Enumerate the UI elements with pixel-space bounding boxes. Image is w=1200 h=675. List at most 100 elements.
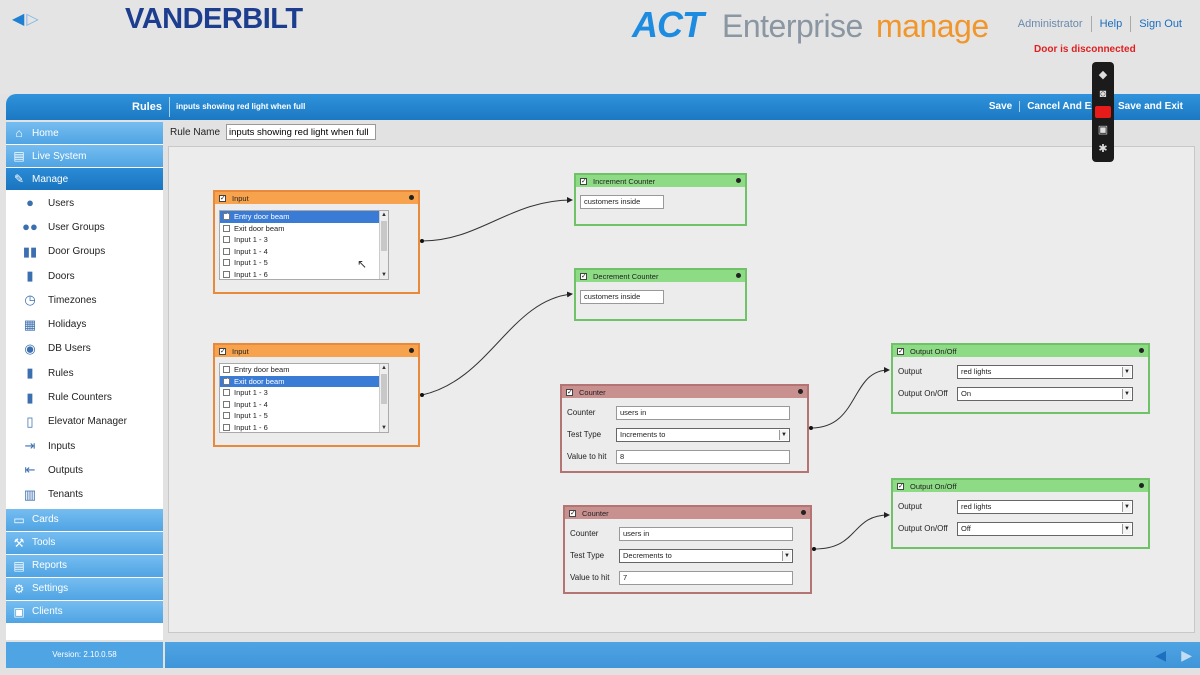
- input-node-2[interactable]: ✓ Input Entry door beam ✓Exit door beam …: [213, 343, 420, 447]
- list-item[interactable]: Input 1 - 6: [220, 269, 388, 280]
- sidebar-item-timezones[interactable]: ◷Timezones: [6, 288, 163, 312]
- footer-back-arrow-icon[interactable]: ◀: [1155, 647, 1166, 663]
- list-item[interactable]: Input 1 - 3: [220, 387, 388, 399]
- counter-node-1[interactable]: ✓ Counter Counter users in Test Type Inc…: [560, 384, 809, 473]
- save-button[interactable]: Save: [988, 101, 1013, 112]
- counter-node-2[interactable]: ✓ Counter Counter users in Test Type Dec…: [563, 505, 812, 594]
- sidebar-item-rule-counters[interactable]: ▮Rule Counters: [6, 385, 163, 409]
- sign-out-link[interactable]: Sign Out: [1139, 18, 1182, 30]
- sidebar-item-db-users[interactable]: ◉DB Users: [6, 337, 163, 361]
- sidebar-item-outputs[interactable]: ⇤Outputs: [6, 458, 163, 482]
- help-link[interactable]: Help: [1099, 18, 1123, 30]
- cancel-and-exit-button[interactable]: Cancel And Exit: [1019, 101, 1110, 112]
- input-list[interactable]: ✓Entry door beam Exit door beam Input 1 …: [219, 210, 389, 280]
- sidebar-section-settings[interactable]: ⚙ Settings: [6, 577, 163, 600]
- node-connector[interactable]: [409, 195, 414, 200]
- node-enable-checkbox[interactable]: ✓: [569, 509, 576, 517]
- save-and-exit-button[interactable]: Save and Exit: [1109, 101, 1190, 112]
- node-connector[interactable]: [1139, 483, 1144, 488]
- input-node-1[interactable]: ✓ Input ✓Entry door beam Exit door beam …: [213, 190, 420, 294]
- list-checkbox[interactable]: [223, 236, 230, 244]
- list-checkbox[interactable]: [223, 247, 230, 255]
- list-item[interactable]: Input 1 - 4: [220, 246, 388, 258]
- list-item[interactable]: ✓Entry door beam: [220, 211, 388, 223]
- sidebar-section-tools[interactable]: ⚒ Tools: [6, 531, 163, 554]
- sidebar-item-tenants[interactable]: ▥Tenants: [6, 483, 163, 507]
- rule-name-input[interactable]: [226, 124, 377, 140]
- list-checkbox[interactable]: [223, 423, 230, 431]
- list-checkbox[interactable]: ✓: [223, 213, 230, 221]
- output-on-off-select[interactable]: On ▼: [957, 387, 1133, 401]
- list-item[interactable]: Input 1 - 3: [220, 234, 388, 246]
- list-checkbox[interactable]: [223, 259, 230, 267]
- sidebar-section-reports[interactable]: ▤ Reports: [6, 554, 163, 577]
- list-item[interactable]: ✓Exit door beam: [220, 375, 388, 387]
- test-type-select[interactable]: Decrements to ▼: [619, 549, 793, 563]
- counter-name-field[interactable]: customers inside: [580, 290, 664, 304]
- node-enable-checkbox[interactable]: ✓: [580, 272, 587, 280]
- output-node-1[interactable]: ✓ Output On/Off Output red lights ▼ Outp…: [891, 343, 1150, 414]
- output-node-2[interactable]: ✓ Output On/Off Output red lights ▼ Outp…: [891, 478, 1150, 549]
- gear-icon[interactable]: ✱: [1098, 142, 1108, 155]
- value-to-hit-field[interactable]: 8: [616, 450, 790, 464]
- list-item[interactable]: Exit door beam: [220, 223, 388, 235]
- node-enable-checkbox[interactable]: ✓: [219, 194, 226, 202]
- camera-icon[interactable]: ◙: [1099, 87, 1107, 100]
- node-connector[interactable]: [1139, 348, 1144, 353]
- sidebar-section-clients[interactable]: ▣ Clients: [6, 600, 163, 623]
- back-arrow-icon[interactable]: ◀: [12, 11, 25, 28]
- list-checkbox[interactable]: [223, 389, 230, 397]
- footer-forward-arrow-icon[interactable]: ▶: [1181, 647, 1192, 663]
- counter-field[interactable]: users in: [616, 406, 790, 420]
- sidebar-item-users[interactable]: ●Users: [6, 191, 163, 215]
- list-item[interactable]: Entry door beam: [220, 364, 388, 376]
- record-icon[interactable]: [1095, 105, 1111, 118]
- sidebar-item-rules[interactable]: ▮Rules: [6, 361, 163, 385]
- counter-field[interactable]: users in: [619, 527, 793, 541]
- list-item[interactable]: Input 1 - 5: [220, 257, 388, 269]
- node-connector[interactable]: [798, 389, 803, 394]
- sidebar-item-door-groups[interactable]: ▮▮Door Groups: [6, 240, 163, 264]
- node-enable-checkbox[interactable]: ✓: [897, 347, 904, 355]
- node-enable-checkbox[interactable]: ✓: [580, 177, 587, 185]
- list-item[interactable]: Input 1 - 6: [220, 422, 388, 433]
- input-list[interactable]: Entry door beam ✓Exit door beam Input 1 …: [219, 363, 389, 433]
- node-connector[interactable]: [736, 273, 741, 278]
- sidebar-item-holidays[interactable]: ▦Holidays: [6, 312, 163, 336]
- sidebar-section-cards[interactable]: ▭ Cards: [6, 508, 163, 531]
- list-checkbox[interactable]: [223, 366, 230, 374]
- output-on-off-select[interactable]: Off ▼: [957, 522, 1133, 536]
- increment-counter-node[interactable]: ✓ Increment Counter customers inside: [574, 173, 747, 226]
- list-item[interactable]: Input 1 - 5: [220, 410, 388, 422]
- list-scrollbar[interactable]: ▲ ▼: [379, 211, 388, 279]
- scroll-down-icon[interactable]: ▼: [381, 272, 387, 278]
- sidebar-item-user-groups[interactable]: ●●User Groups: [6, 215, 163, 239]
- list-scrollbar[interactable]: ▲ ▼: [379, 364, 388, 432]
- list-checkbox[interactable]: [223, 412, 230, 420]
- list-item[interactable]: Input 1 - 4: [220, 399, 388, 411]
- scroll-up-icon[interactable]: ▲: [381, 365, 387, 371]
- output-select[interactable]: red lights ▼: [957, 365, 1133, 379]
- decrement-counter-node[interactable]: ✓ Decrement Counter customers inside: [574, 268, 747, 321]
- list-checkbox[interactable]: [223, 400, 230, 408]
- forward-arrow-icon[interactable]: ▷: [26, 11, 39, 28]
- pin-icon[interactable]: ◆: [1098, 69, 1108, 82]
- gallery-icon[interactable]: ▣: [1097, 124, 1109, 137]
- value-to-hit-field[interactable]: 7: [619, 571, 793, 585]
- sidebar-item-elevator-manager[interactable]: ▯Elevator Manager: [6, 410, 163, 434]
- node-enable-checkbox[interactable]: ✓: [219, 347, 226, 355]
- scroll-down-icon[interactable]: ▼: [381, 425, 387, 431]
- node-enable-checkbox[interactable]: ✓: [566, 388, 573, 396]
- list-checkbox[interactable]: [223, 224, 230, 232]
- scroll-thumb[interactable]: [381, 374, 387, 404]
- output-select[interactable]: red lights ▼: [957, 500, 1133, 514]
- scroll-thumb[interactable]: [381, 221, 387, 251]
- list-checkbox[interactable]: ✓: [223, 377, 230, 385]
- sidebar-section-home[interactable]: ⌂ Home: [6, 122, 163, 144]
- sidebar-item-inputs[interactable]: ⇥Inputs: [6, 434, 163, 458]
- node-connector[interactable]: [409, 348, 414, 353]
- node-connector[interactable]: [801, 510, 806, 515]
- counter-name-field[interactable]: customers inside: [580, 195, 664, 209]
- sidebar-section-live-system[interactable]: ▤ Live System: [6, 145, 163, 167]
- node-enable-checkbox[interactable]: ✓: [897, 482, 904, 490]
